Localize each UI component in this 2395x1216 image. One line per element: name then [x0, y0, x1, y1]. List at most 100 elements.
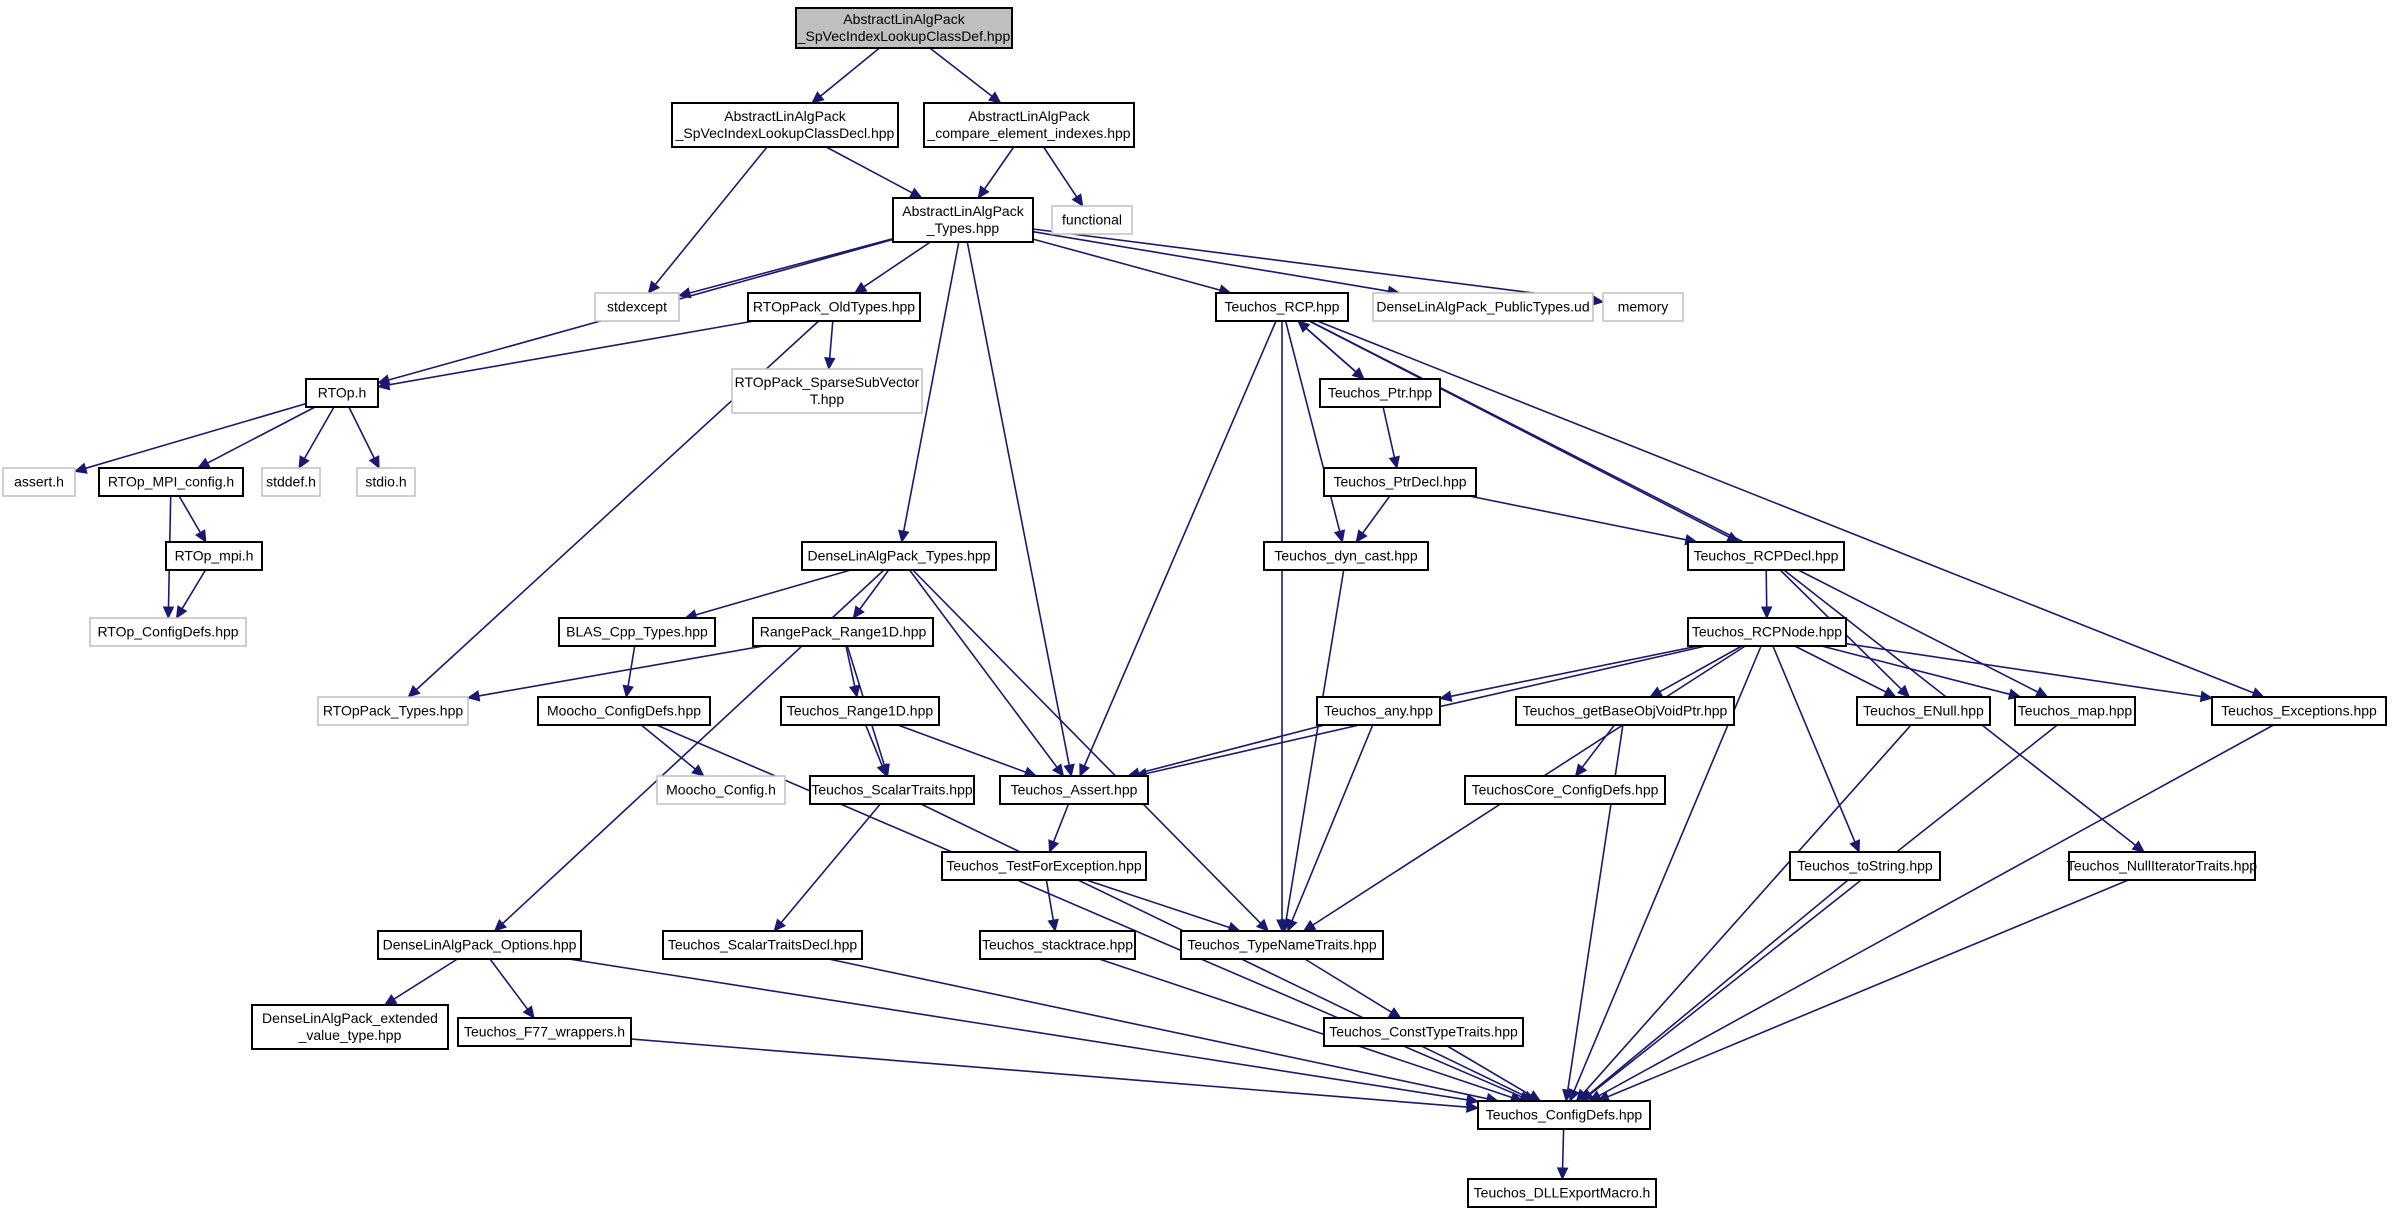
edge-line: [630, 1038, 1468, 1108]
edge-line: [640, 724, 696, 770]
edge-dlaoptions-to-extvalue: [383, 958, 458, 1006]
arrowhead-icon: [1438, 690, 1453, 702]
edge-line: [1032, 230, 1389, 292]
node-cmp[interactable]: AbstractLinAlgPack_compare_element_index…: [923, 102, 1135, 148]
edge-line: [1607, 879, 2129, 1098]
arrowhead-icon: [1063, 763, 1075, 778]
node-box: [305, 378, 379, 408]
node-mpih[interactable]: RTOp_mpi.h: [165, 541, 263, 571]
node-label: Teuchos_ConstTypeTraits.hpp: [1329, 1024, 1518, 1040]
node-label: Teuchos_map.hpp: [2018, 703, 2133, 719]
node-rcpnode[interactable]: Teuchos_RCPNode.hpp: [1687, 617, 1847, 647]
node-rtoppacktypes: RTOpPack_Types.hpp: [317, 696, 469, 726]
edge-line: [178, 495, 201, 533]
edge-rcp-to-tassert: [1079, 320, 1277, 778]
arrowhead-icon: [977, 185, 990, 199]
edge-mpiconfig-to-mpih: [178, 495, 207, 544]
arrowhead-icon: [493, 918, 507, 932]
node-enull[interactable]: Teuchos_ENull.hpp: [1856, 696, 1991, 726]
edge-line: [819, 47, 881, 97]
node-mpiconfig[interactable]: RTOp_MPI_config.h: [98, 467, 244, 497]
node-scalartraits[interactable]: Teuchos_ScalarTraits.hpp: [809, 775, 975, 805]
arrowhead-icon: [368, 455, 380, 470]
node-tmap[interactable]: Teuchos_map.hpp: [2014, 696, 2136, 726]
node-box: [780, 696, 940, 726]
node-oldtypes[interactable]: RTOpPack_OldTypes.hpp: [747, 292, 921, 322]
node-f77[interactable]: Teuchos_F77_wrappers.h: [457, 1017, 632, 1047]
node-label: RTOpPack_Types.hpp: [323, 703, 464, 719]
node-decl[interactable]: AbstractLinAlgPack_SpVecIndexLookupClass…: [671, 102, 899, 148]
node-label: AbstractLinAlgPack: [902, 203, 1024, 219]
edge-line: [780, 803, 881, 924]
node-dlaoptions[interactable]: DenseLinAlgPack_Options.hpp: [377, 930, 582, 960]
node-box: [1180, 930, 1384, 960]
node-any[interactable]: Teuchos_any.hpp: [1316, 696, 1441, 726]
node-box: [1215, 292, 1349, 322]
node-testforexc[interactable]: Teuchos_TestForException.hpp: [941, 851, 1147, 881]
node-moochoconfigdefs[interactable]: Moocho_ConfigDefs.hpp: [537, 696, 711, 726]
edge-range1d-to-trange1d: [845, 645, 861, 699]
node-rcp[interactable]: Teuchos_RCP.hpp: [1215, 292, 1349, 322]
edge-line: [1598, 724, 2274, 1097]
edge-line: [1316, 320, 2254, 694]
node-typename[interactable]: Teuchos_TypeNameTraits.hpp: [1180, 930, 1384, 960]
node-extvalue[interactable]: DenseLinAlgPack_extended_value_type.hpp: [251, 1004, 449, 1050]
arrowhead-icon: [1047, 918, 1059, 933]
edge-line: [929, 47, 993, 97]
node-label: Teuchos_TestForException.hpp: [946, 858, 1142, 874]
arrowhead-icon: [1574, 763, 1588, 777]
node-range1d[interactable]: RangePack_Range1D.hpp: [752, 617, 934, 647]
node-box: [261, 467, 321, 497]
node-dyncast[interactable]: Teuchos_dyn_cast.hpp: [1263, 541, 1429, 571]
node-types[interactable]: AbstractLinAlgPack_Types.hpp: [892, 197, 1034, 243]
node-ptrdecl[interactable]: Teuchos_PtrDecl.hpp: [1323, 467, 1477, 497]
node-label: AbstractLinAlgPack: [843, 11, 965, 27]
node-tostring[interactable]: Teuchos_toString.hpp: [1789, 851, 1941, 881]
node-box: [1051, 205, 1133, 235]
edge-dlaoptions-to-f77: [489, 958, 535, 1019]
node-label: DenseLinAlgPack_PublicTypes.ud: [1376, 299, 1589, 315]
arrowhead-icon: [376, 379, 391, 391]
node-label: DenseLinAlgPack_extended: [262, 1010, 438, 1026]
node-stacktrace[interactable]: Teuchos_stacktrace.hpp: [979, 930, 1136, 960]
node-scalartraitsdecl[interactable]: Teuchos_ScalarTraitsDecl.hpp: [662, 930, 863, 960]
node-rtoph[interactable]: RTOp.h: [305, 378, 379, 408]
arrowhead-icon: [988, 91, 1002, 104]
node-dllexport[interactable]: Teuchos_DLLExportMacro.h: [1467, 1178, 1657, 1208]
node-box: [1464, 775, 1666, 805]
node-label: RTOpPack_OldTypes.hpp: [753, 299, 915, 315]
node-exceptions[interactable]: Teuchos_Exceptions.hpp: [2211, 696, 2387, 726]
node-getbase[interactable]: Teuchos_getBaseObjVoidPtr.hpp: [1515, 696, 1735, 726]
arrowhead-icon: [1079, 763, 1090, 778]
node-blas[interactable]: BLAS_Cpp_Types.hpp: [558, 617, 716, 647]
node-label: DenseLinAlgPack_Options.hpp: [383, 937, 577, 953]
node-rcpdecl[interactable]: Teuchos_RCPDecl.hpp: [1687, 541, 1845, 571]
node-box: [1856, 696, 1991, 726]
arrowhead-icon: [876, 763, 888, 778]
node-dlatypes[interactable]: DenseLinAlgPack_Types.hpp: [801, 541, 997, 571]
node-configdefs[interactable]: Teuchos_ConfigDefs.hpp: [1477, 1100, 1651, 1130]
arrowhead-icon: [1051, 763, 1065, 777]
edge-line: [912, 569, 1262, 924]
node-dlapub: DenseLinAlgPack_PublicTypes.ud: [1372, 292, 1594, 322]
node-consttype[interactable]: Teuchos_ConstTypeTraits.hpp: [1323, 1017, 1524, 1047]
node-trange1d[interactable]: Teuchos_Range1D.hpp: [780, 696, 940, 726]
arrowhead-icon: [691, 764, 705, 777]
node-stdio: stdio.h: [356, 467, 416, 497]
edge-testforexc-to-stacktrace: [1045, 879, 1059, 933]
node-coreconfig[interactable]: TeuchosCore_ConfigDefs.hpp: [1464, 775, 1666, 805]
edge-testforexc-to-typename: [1085, 879, 1241, 933]
node-nulliter[interactable]: Teuchos_NullIteratorTraits.hpp: [2067, 851, 2257, 881]
node-label: Teuchos_F77_wrappers.h: [464, 1024, 625, 1040]
edge-rcpnode-to-any: [1438, 645, 1699, 702]
arrowhead-icon: [1333, 529, 1346, 544]
edge-line: [966, 241, 1070, 766]
node-box: [89, 617, 247, 647]
arrowhead-icon: [1071, 193, 1084, 208]
edge-rcpdecl-to-rcpnode: [1760, 569, 1773, 620]
arrowhead-icon: [773, 918, 787, 932]
edge-cmp-to-functional: [1042, 146, 1084, 208]
node-ptr[interactable]: Teuchos_Ptr.hpp: [1319, 378, 1441, 408]
node-tassert[interactable]: Teuchos_Assert.hpp: [999, 775, 1149, 805]
arrowhead-icon: [1849, 839, 1861, 854]
